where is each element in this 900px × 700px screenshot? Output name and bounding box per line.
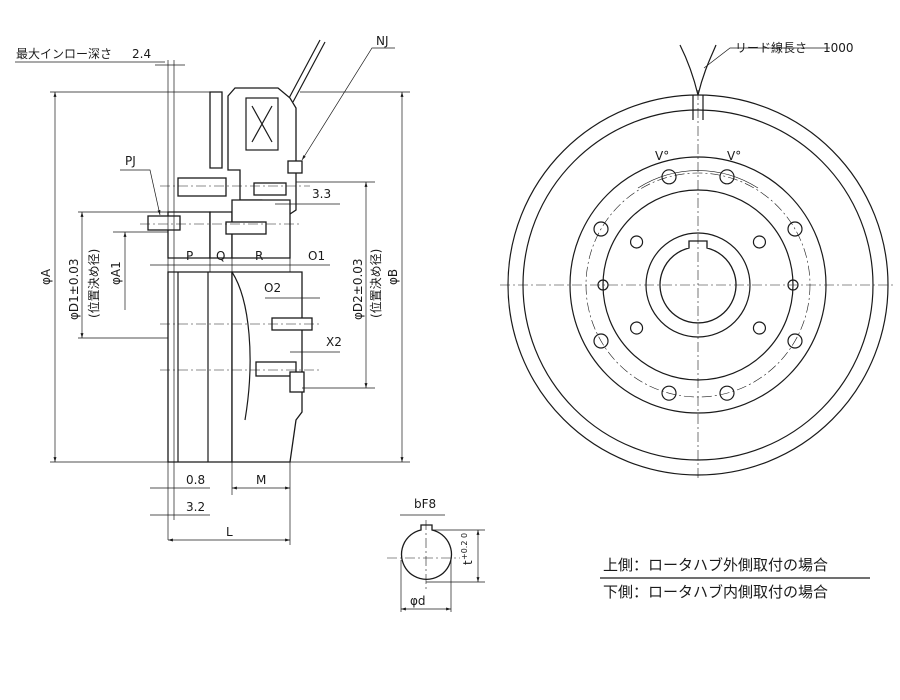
mounting-hole — [719, 169, 735, 185]
v-angle-right: V° — [727, 149, 741, 163]
key-depth-tol: +0.2 0 — [460, 533, 469, 560]
lead-wire-exit — [692, 95, 704, 120]
side-view — [140, 39, 326, 540]
bore-detail: bF8 t +0.2 0 φd — [387, 497, 485, 612]
positioning-dia-1: (位置決め径) — [86, 249, 101, 318]
phi-a-label: φA — [39, 268, 53, 285]
q-label: Q — [216, 249, 225, 263]
max-spigot-depth-label: 最大インロー深さ — [16, 47, 112, 61]
bolt-upper-2 — [253, 182, 287, 196]
note-lower: 下側：ロータハブ内側取付の場合 — [603, 583, 828, 601]
rotor-hole — [752, 321, 767, 335]
r-label: R — [255, 249, 263, 263]
side-labels: 最大インロー深さ 2.4 NJ PJ 3.3 P Q R O1 O2 X2 φA… — [16, 34, 400, 539]
dim-3-2-label: 3.2 — [186, 500, 205, 514]
o2-label: O2 — [264, 281, 281, 295]
bore-dia-label: φd — [410, 594, 426, 608]
v-angle-arc — [637, 170, 759, 189]
center-lines — [140, 185, 320, 371]
phi-a1-label: φA1 — [109, 261, 123, 285]
bore-detail-shape — [400, 524, 453, 581]
reference-lines — [167, 60, 175, 540]
rotor-curve — [231, 271, 251, 421]
tap-hole — [787, 279, 799, 291]
nj-leader — [301, 47, 395, 161]
nj-label: NJ — [376, 34, 389, 48]
mounting-hole — [787, 221, 803, 237]
rotor-hole — [752, 235, 767, 249]
notes: 上側：ロータハブ外側取付の場合 下側：ロータハブ内側取付の場合 — [600, 556, 870, 601]
pj-leader — [120, 169, 161, 216]
mounting-hole — [593, 221, 609, 237]
coil-cross — [251, 105, 273, 143]
mounting-hole — [719, 385, 735, 401]
phi-b-label: φB — [386, 269, 400, 285]
v-angle-left: V° — [655, 149, 669, 163]
phi-d2-label: φD2±0.03 — [351, 258, 365, 320]
tap-hole — [597, 279, 609, 291]
nj-screw — [287, 160, 303, 174]
p-label: P — [186, 249, 193, 263]
l-label: L — [226, 525, 233, 539]
note-upper: 上側：ロータハブ外側取付の場合 — [603, 556, 828, 574]
dim-3-3-label: 3.3 — [312, 187, 331, 201]
mounting-hole — [593, 333, 609, 349]
bolt-lower-2 — [255, 361, 297, 377]
dim-0-8-label: 0.8 — [186, 473, 205, 487]
lead-wire — [287, 39, 326, 103]
lead-wire-leader — [703, 47, 830, 69]
armature-plate — [209, 91, 223, 169]
bolt-mid — [225, 221, 267, 235]
mounting-hole — [661, 169, 677, 185]
lead-wires — [679, 44, 717, 96]
phi-d1-label: φD1±0.03 — [67, 258, 81, 320]
m-label: M — [256, 473, 266, 487]
x2-label: X2 — [326, 335, 342, 349]
rotor-lines — [177, 272, 209, 462]
bolt-upper — [177, 177, 227, 197]
coil — [245, 97, 279, 151]
mounting-hole — [787, 333, 803, 349]
nut-lower — [289, 371, 305, 393]
mounting-hole — [661, 385, 677, 401]
bore-with-keyway — [659, 240, 737, 324]
pj-label: PJ — [125, 154, 136, 168]
rotor-hole — [629, 235, 644, 249]
lead-wire-value: 1000 — [823, 41, 854, 55]
front-center-lines — [500, 90, 896, 480]
key-depth-label: t — [461, 560, 475, 565]
positioning-dia-2: (位置決め径) — [368, 249, 383, 318]
pj-screw — [147, 215, 181, 231]
front-view: リード線長さ 1000 V° V° — [500, 40, 896, 480]
mounting-holes — [593, 169, 803, 401]
max-spigot-depth-value: 2.4 — [132, 47, 151, 61]
lead-wire-label: リード線長さ — [735, 40, 807, 55]
rotor-hole — [629, 321, 644, 335]
o1-label: O1 — [308, 249, 325, 263]
side-dimensions — [15, 47, 410, 545]
key-width-label: bF8 — [414, 497, 436, 511]
